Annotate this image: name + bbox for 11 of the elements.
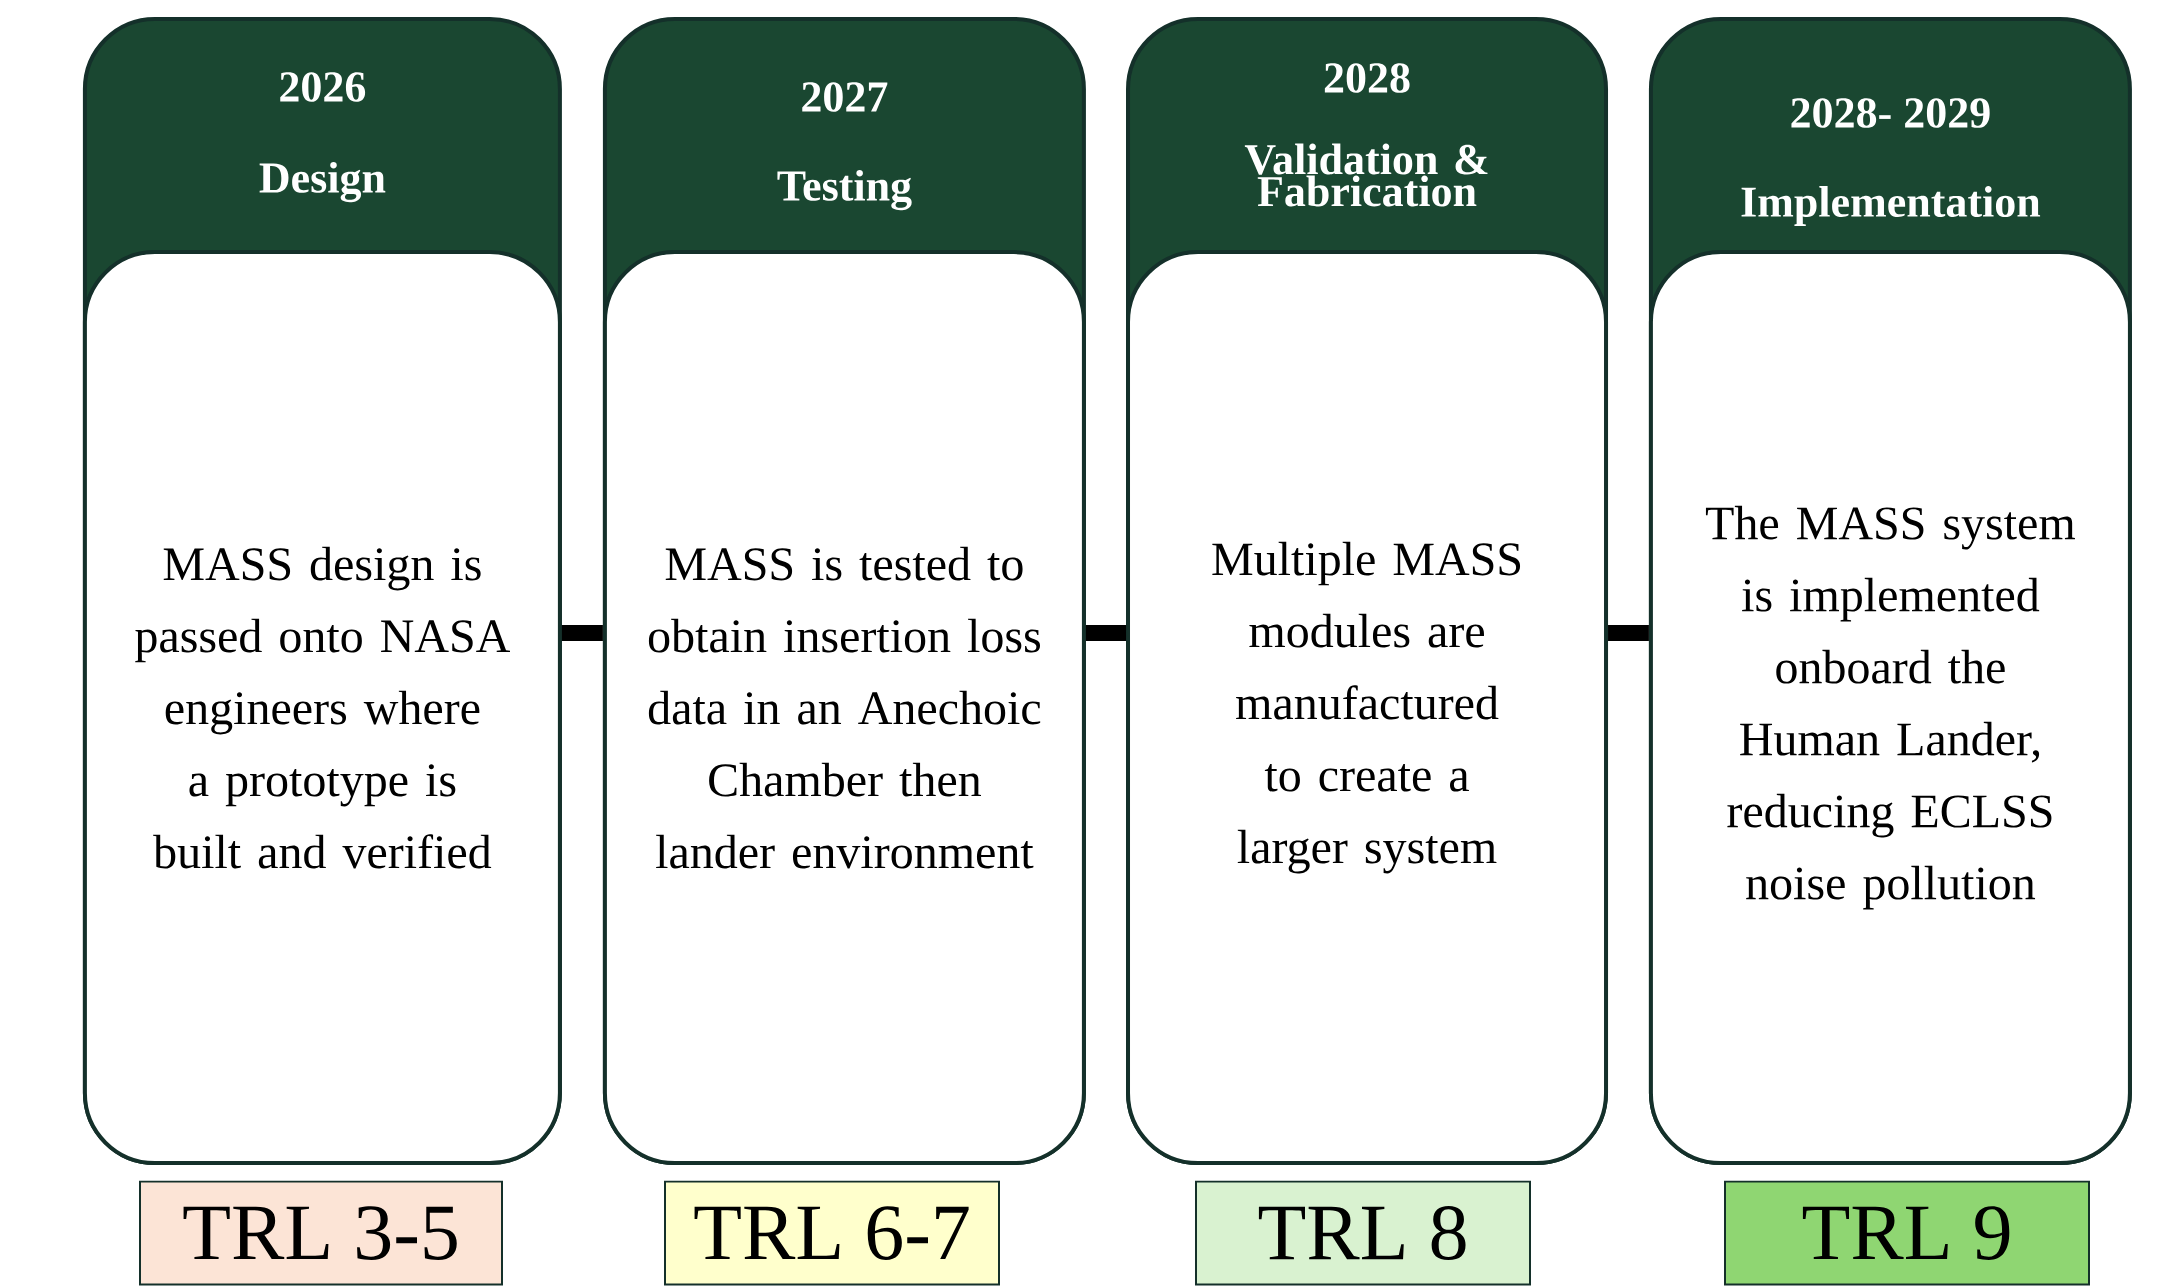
connector-bar xyxy=(1085,625,1126,641)
description-box: MASS is tested to obtain insertion loss data in an Anechoic Chamber then lander environment xyxy=(602,250,1086,1166)
connector-bar xyxy=(1608,625,1649,641)
trl-box: TRL 3-5 xyxy=(139,1180,503,1286)
trl-box: TRL 6-7 xyxy=(664,1180,1000,1286)
trl-box: TRL 8 xyxy=(1195,1180,1531,1286)
description-box: MASS design is passed onto NASA engineers where a prototype is built and verified xyxy=(82,250,562,1166)
trl-box: TRL 9 xyxy=(1724,1180,2090,1286)
connector-bar xyxy=(561,625,603,641)
description-box: The MASS system is implemented onboard the Human Lander, reducing ECLSS noise pollution xyxy=(1648,250,2132,1166)
description-box: Multiple MASS modules are manufactured to create a larger system xyxy=(1126,250,1608,1166)
